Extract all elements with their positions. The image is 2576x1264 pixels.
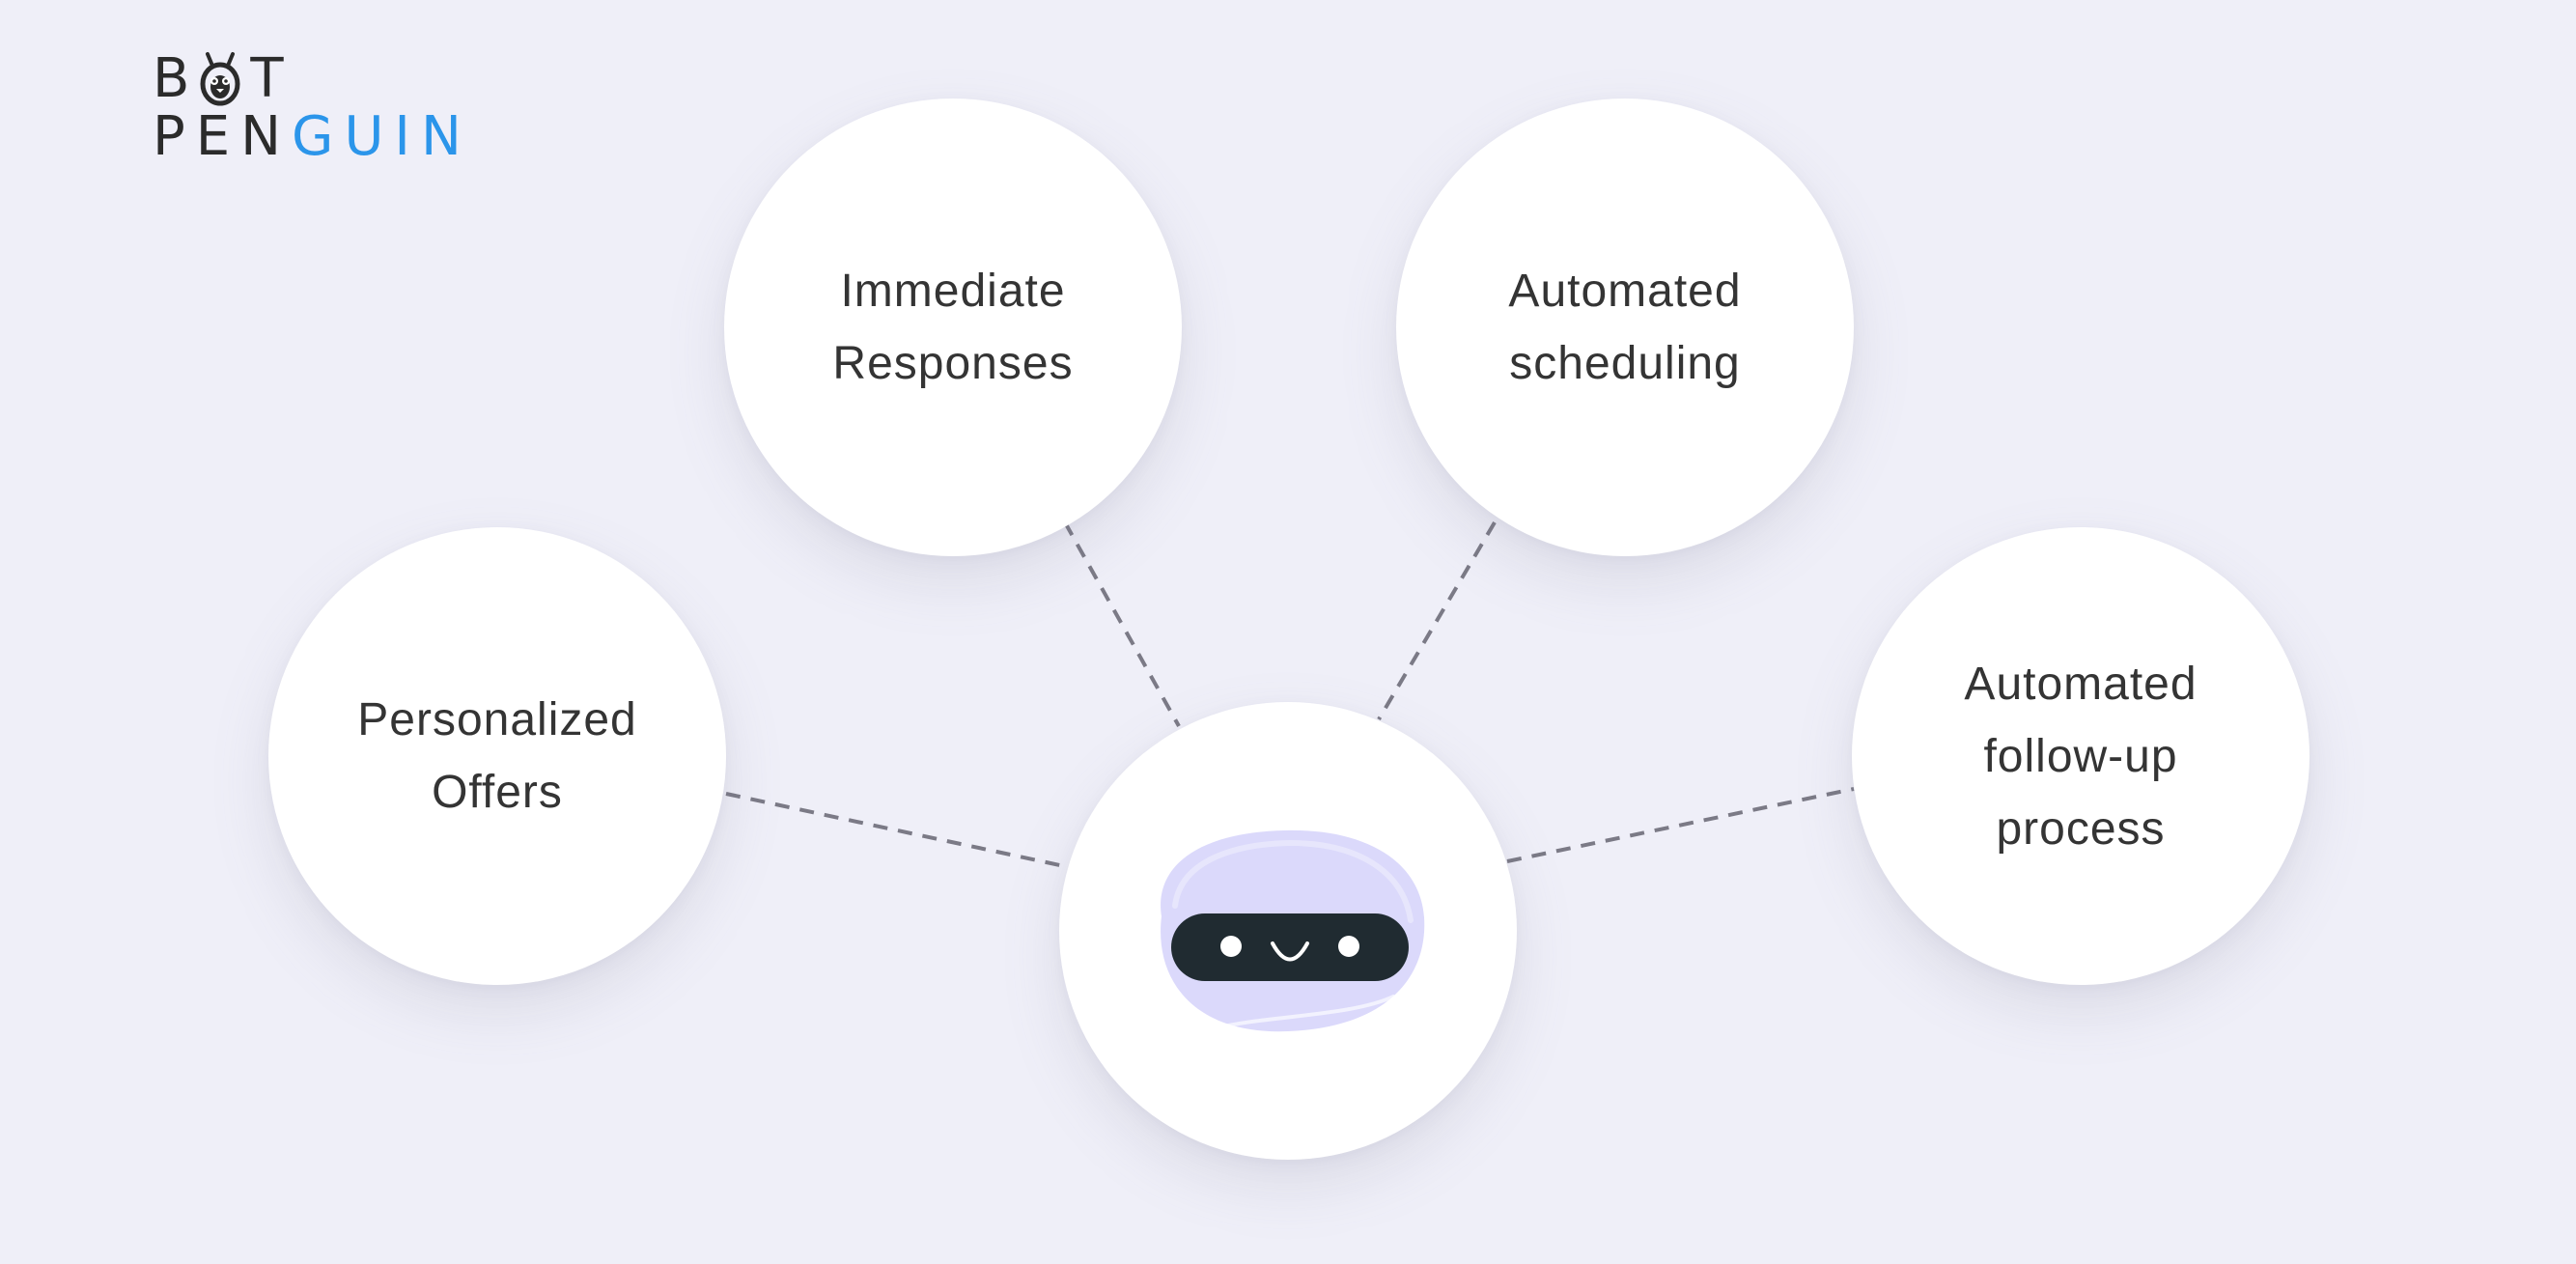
logo-letter-t: T bbox=[250, 47, 294, 110]
node-label-personalized-offers: Personalized Offers bbox=[348, 684, 647, 829]
node-label-line: follow-up bbox=[1983, 730, 2178, 782]
logo-letter-b: B bbox=[153, 47, 201, 110]
logo-top-line: B T bbox=[153, 50, 472, 108]
connector-immediate-responses bbox=[1063, 521, 1181, 727]
node-label-immediate-responses: Immediate Responses bbox=[803, 255, 1103, 400]
node-label-line: Automated bbox=[1964, 658, 2198, 710]
node-immediate-responses: Immediate Responses bbox=[724, 98, 1182, 556]
node-label-line: Responses bbox=[832, 338, 1074, 389]
connector-personalized-offers bbox=[725, 792, 1070, 869]
logo-bottom-line: PEN GUIN bbox=[153, 108, 472, 166]
penguin-o-icon bbox=[200, 52, 240, 106]
logo-word-pen: PEN bbox=[153, 105, 293, 168]
node-label-automated-scheduling: Automated scheduling bbox=[1475, 255, 1775, 400]
node-label-line: Automated bbox=[1508, 266, 1742, 317]
node-label-line: scheduling bbox=[1509, 338, 1741, 389]
smiling-bot-icon bbox=[1161, 829, 1425, 1032]
node-label-line: Offers bbox=[432, 767, 563, 818]
node-personalized-offers: Personalized Offers bbox=[268, 527, 726, 985]
node-automated-follow-up-process: Automated follow-up process bbox=[1852, 527, 2310, 985]
logo-word-guin: GUIN bbox=[292, 105, 472, 168]
node-label-automated-follow-up-process: Automated follow-up process bbox=[1931, 648, 2230, 865]
center-bot-node bbox=[1059, 702, 1517, 1160]
connector-automated-follow-up-process bbox=[1506, 787, 1855, 863]
connector-automated-scheduling bbox=[1377, 520, 1497, 721]
node-automated-scheduling: Automated scheduling bbox=[1396, 98, 1854, 556]
node-label-line: Immediate bbox=[840, 266, 1066, 317]
botpenguin-logo: B T PEN GUIN bbox=[153, 50, 472, 166]
node-label-line: process bbox=[1996, 802, 2166, 855]
node-label-line: Personalized bbox=[357, 694, 637, 745]
